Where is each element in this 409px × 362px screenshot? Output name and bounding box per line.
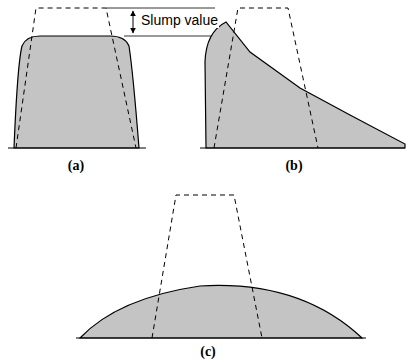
ground-line bbox=[76, 337, 366, 338]
figure-label: (a) bbox=[68, 158, 84, 173]
figure-label: (b) bbox=[285, 158, 302, 173]
concrete-true-slump bbox=[14, 36, 139, 148]
figure-label: (c) bbox=[200, 344, 216, 359]
reference-line bbox=[106, 8, 215, 9]
cone-outline bbox=[214, 8, 318, 148]
ground-line bbox=[200, 147, 405, 148]
cone-outline bbox=[152, 195, 262, 338]
concrete-collapse-slump bbox=[80, 285, 362, 338]
reference-line bbox=[124, 36, 215, 37]
cone-outline bbox=[16, 8, 136, 148]
slump-arrow bbox=[133, 11, 134, 33]
ground-line bbox=[8, 147, 146, 148]
dimension-label: Slump value bbox=[140, 13, 219, 28]
